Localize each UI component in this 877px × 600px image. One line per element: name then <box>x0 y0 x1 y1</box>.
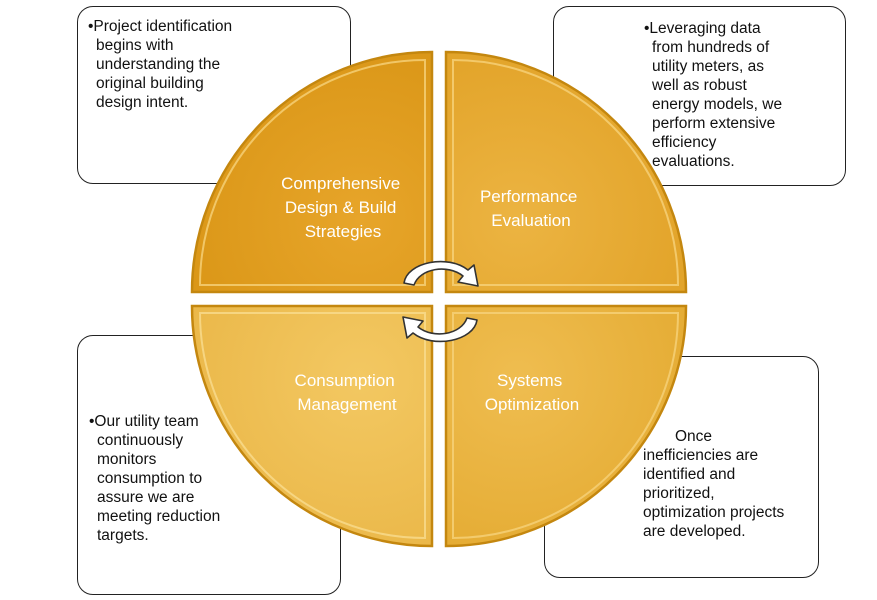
note-line: are developed. <box>643 523 746 540</box>
quadrant-top-left-label: Comprehensive Design & Build Strategies <box>281 174 405 241</box>
label-line: Management <box>297 395 397 414</box>
note-line: consumption to <box>97 470 203 487</box>
note-line: •Our utility team <box>89 413 199 430</box>
note-line: original building <box>96 75 204 92</box>
note-top-left-text: •Project identification begins with unde… <box>88 17 268 112</box>
note-line: •Leveraging data <box>644 20 761 37</box>
label-line: Systems <box>497 371 562 390</box>
note-line: evaluations. <box>652 153 735 170</box>
note-line: understanding the <box>96 56 221 73</box>
label-line: Consumption <box>295 371 395 390</box>
quadrant-bottom-left-label: Consumption Management <box>295 371 400 414</box>
note-line: perform extensive <box>652 115 776 132</box>
quadrant-top-right <box>444 50 688 294</box>
note-line: continuously <box>97 432 184 449</box>
note-line: utility meters, as <box>652 58 764 75</box>
note-top-right-text: •Leveraging data from hundreds of utilit… <box>644 19 804 171</box>
quadrant-top-right-label: Performance Evaluation <box>480 187 582 230</box>
label-line: Evaluation <box>491 211 570 230</box>
note-line: well as robust <box>652 77 747 94</box>
note-line: efficiency <box>652 134 717 151</box>
note-line: energy models, we <box>652 96 783 113</box>
label-line: Optimization <box>485 395 579 414</box>
note-line: identified and <box>643 466 736 483</box>
note-line: optimization projects <box>643 504 785 521</box>
quadrant-bottom-right-label: Systems Optimization <box>485 371 579 414</box>
note-line: Once <box>675 428 713 445</box>
note-line: assure we are <box>97 489 195 506</box>
note-bottom-left-text: •Our utility team continuously monitors … <box>89 412 249 545</box>
note-line: meeting reduction <box>97 508 221 525</box>
note-line: design intent. <box>96 94 189 111</box>
note-line: inefficiencies are <box>643 447 759 464</box>
quadrant-top-left <box>190 50 434 294</box>
note-line: monitors <box>97 451 157 468</box>
note-line: •Project identification <box>88 18 233 35</box>
note-line: prioritized, <box>643 485 715 502</box>
quadrant-bottom-right <box>444 304 688 548</box>
label-line: Comprehensive <box>281 174 400 193</box>
quadrant-bottom-left <box>190 304 434 548</box>
circular-arrows-icon <box>402 260 479 343</box>
note-bottom-right-text: Once inefficiencies are identified and p… <box>643 427 813 541</box>
note-line: targets. <box>97 527 149 544</box>
label-line: Strategies <box>305 222 382 241</box>
note-line: from hundreds of <box>652 39 770 56</box>
label-line: Design & Build <box>285 198 397 217</box>
note-line: begins with <box>96 37 174 54</box>
label-line: Performance <box>480 187 577 206</box>
